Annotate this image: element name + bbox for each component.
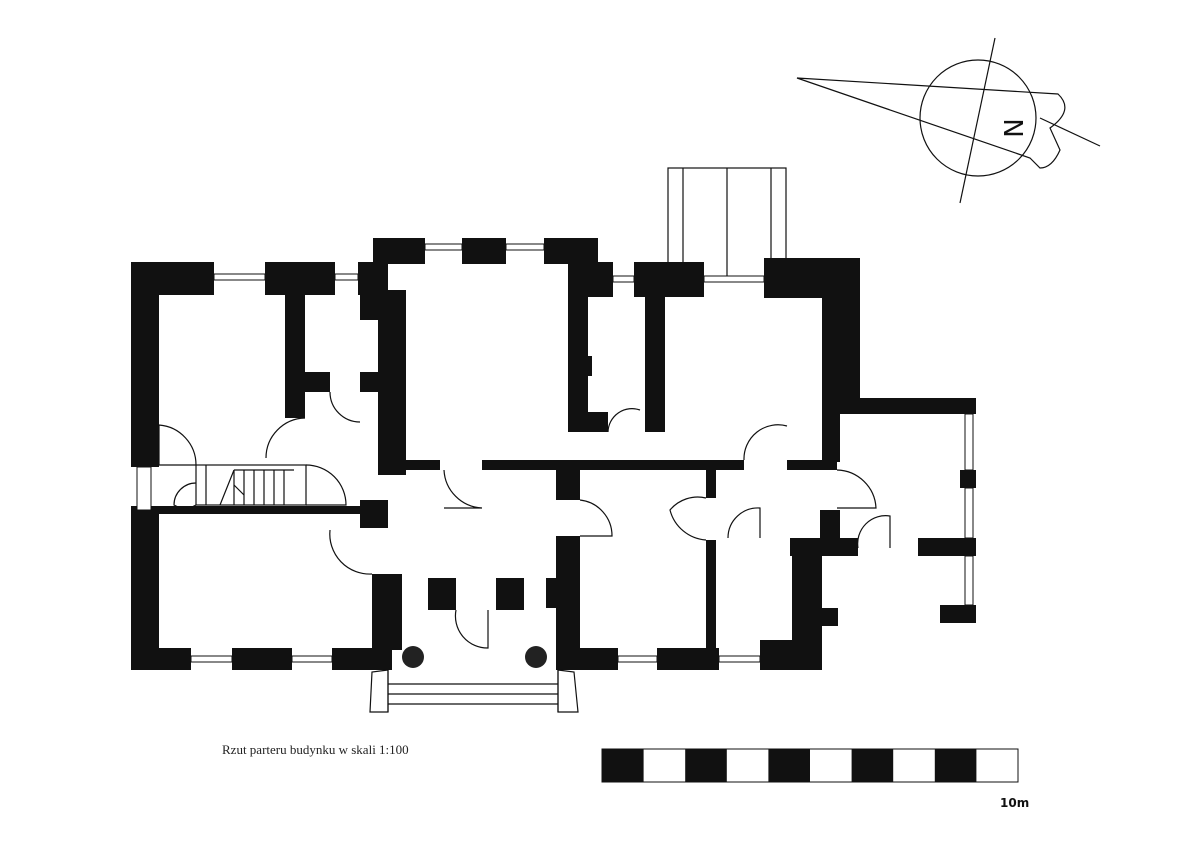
entrance (369, 646, 579, 713)
walls (131, 238, 976, 670)
plan-caption: Rzut parteru budynku w skali 1:100 (222, 742, 409, 757)
scale-bar-segment (851, 749, 894, 782)
door-swings (158, 391, 891, 649)
scale-label: 10m (1000, 796, 1030, 810)
scale-bar-segment (768, 749, 810, 782)
scale-bar-segment (602, 749, 644, 782)
scale-bar-segment (685, 749, 727, 782)
windows (136, 243, 974, 663)
staircase (173, 464, 347, 509)
north-arrow-icon: N (796, 37, 1101, 204)
scale-bar-segment (934, 749, 977, 782)
north-letter: N (1000, 118, 1030, 137)
scale-bar (601, 748, 1019, 783)
